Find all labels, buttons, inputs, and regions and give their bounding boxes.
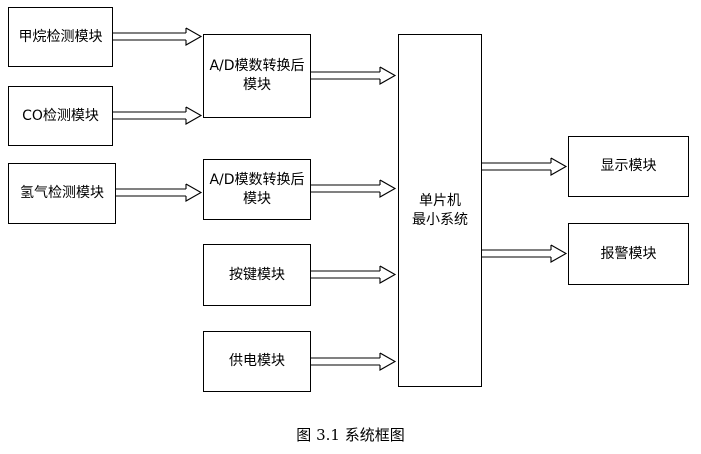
arrow-co-to-ad1 (113, 106, 203, 125)
alarm-module-box: 报警模块 (568, 223, 689, 285)
hydrogen-detection-box: 氢气检测模块 (8, 163, 116, 224)
ad-converter-label-2: A/D模数转换后 模块 (209, 171, 305, 207)
ad-converter-box-1: A/D模数转换后 模块 (203, 34, 311, 118)
ad-converter-box-2: A/D模数转换后 模块 (203, 159, 311, 220)
arrow-mcu-to-alarm (482, 244, 568, 263)
key-module-box: 按键模块 (203, 244, 311, 306)
co-detection-box: CO检测模块 (8, 86, 113, 146)
display-module-box: 显示模块 (568, 136, 689, 197)
arrow-hydrogen-to-ad2 (116, 183, 203, 202)
hydrogen-detection-label: 氢气检测模块 (20, 185, 104, 201)
co-detection-label: CO检测模块 (22, 107, 99, 124)
display-module-label: 显示模块 (600, 158, 657, 174)
arrow-ad2-to-mcu (311, 179, 397, 198)
figure-caption: 图 3.1 系统框图 (296, 426, 405, 444)
arrow-power-to-mcu (311, 352, 397, 371)
mcu-label: 单片机 最小系统 (412, 192, 468, 228)
mcu-box: 单片机 最小系统 (398, 34, 482, 387)
arrow-mcu-to-display (482, 157, 568, 176)
power-module-box: 供电模块 (203, 331, 311, 392)
arrow-ad1-to-mcu (311, 66, 397, 85)
methane-detection-box: 甲烷检测模块 (8, 7, 113, 67)
alarm-module-label: 报警模块 (600, 245, 657, 262)
key-module-label: 按键模块 (229, 266, 285, 283)
ad-converter-label-1: A/D模数转换后 模块 (209, 58, 305, 93)
arrow-methane-to-ad1 (113, 27, 203, 46)
arrow-keys-to-mcu (311, 265, 397, 284)
power-module-label: 供电模块 (229, 353, 285, 369)
methane-detection-label: 甲烷检测模块 (18, 28, 103, 45)
